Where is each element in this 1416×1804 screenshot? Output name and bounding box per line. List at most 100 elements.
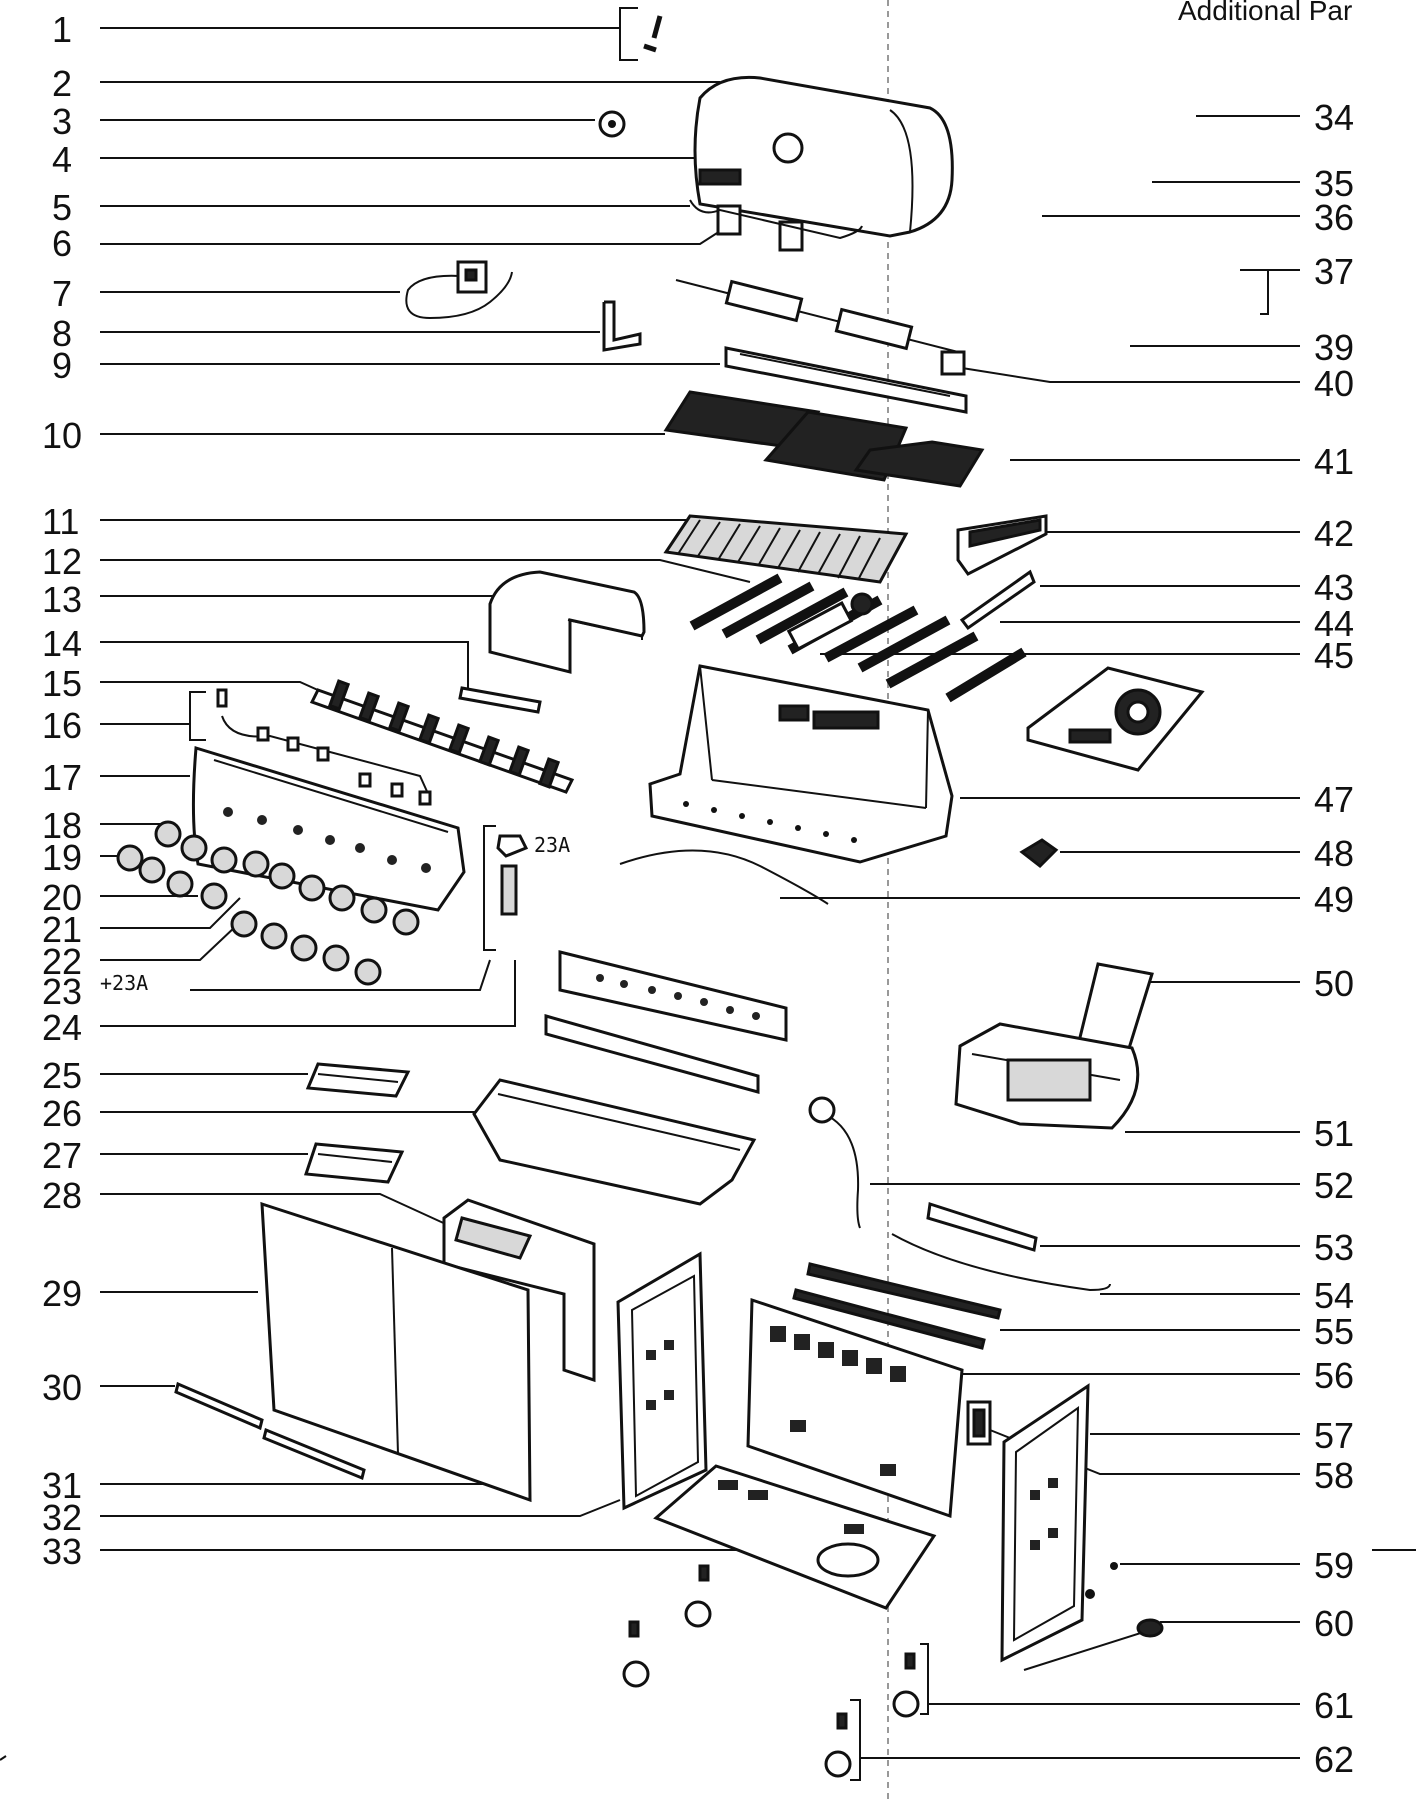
- callout-4: 4: [52, 139, 72, 180]
- bracket-part: [602, 300, 642, 352]
- igniter-tool-part: [1023, 1618, 1164, 1671]
- header-text: Additional Par: [1178, 0, 1352, 26]
- callout-30: 30: [42, 1367, 82, 1408]
- callout-34: 34: [1314, 97, 1354, 138]
- side-burner-lid-part: [488, 570, 646, 674]
- firebox-part: [648, 664, 954, 864]
- callout-49: 49: [1314, 879, 1354, 920]
- temperature-gauge-part: [598, 110, 626, 138]
- grease-cup-part: [303, 1142, 405, 1184]
- callout-55: 55: [1314, 1311, 1354, 1352]
- control-knobs-part: [116, 820, 420, 986]
- control-panel-part: [191, 746, 466, 912]
- warming-rack-part: [724, 346, 968, 414]
- callout-35: 35: [1314, 163, 1354, 204]
- callout-62: 62: [1314, 1739, 1354, 1780]
- side-burner-hose-part: [891, 1233, 1111, 1292]
- callout-60: 60: [1314, 1603, 1354, 1644]
- callout-56: 56: [1314, 1355, 1354, 1396]
- grill-lid-part: [689, 75, 954, 252]
- callout-36: 36: [1314, 197, 1354, 238]
- main-burners-part: [689, 573, 1027, 703]
- left-cabinet-side-part: [616, 1251, 708, 1511]
- cabinet-bottom-panel-part: [653, 1464, 937, 1610]
- callout-19: 19: [42, 837, 82, 878]
- cabinet-back-panel-part: [746, 1297, 964, 1519]
- callout-26: 26: [42, 1093, 82, 1134]
- callout-47: 47: [1314, 779, 1354, 820]
- callout-3: 3: [52, 101, 72, 142]
- callout-13: 13: [42, 579, 82, 620]
- annotation-plus-23a: +23A: [100, 971, 148, 995]
- gas-hose-part: [619, 849, 829, 905]
- cabinet-doors-part: [260, 1201, 532, 1503]
- callout-8: 8: [52, 313, 72, 354]
- igniter-wiring-part: [216, 688, 432, 806]
- side-burner-valve-part: [458, 686, 542, 714]
- callout-23: 23: [42, 971, 82, 1012]
- callout-22: 22: [42, 941, 82, 982]
- callout-21: 21: [42, 909, 82, 950]
- callout-41: 41: [1314, 441, 1354, 482]
- callout-42: 42: [1314, 513, 1354, 554]
- callout-58: 58: [1314, 1455, 1354, 1496]
- igniter-electrode-part: [959, 569, 1036, 631]
- callout-39: 39: [1314, 327, 1354, 368]
- callout-10: 10: [42, 415, 82, 456]
- callout-61: 61: [1314, 1685, 1354, 1726]
- callout-37: 37: [1314, 251, 1354, 292]
- callout-5: 5: [52, 187, 72, 228]
- callout-9: 9: [52, 345, 72, 386]
- callout-20: 20: [42, 877, 82, 918]
- door-handles-part: [174, 1381, 366, 1481]
- magnetic-latch-part: [966, 1400, 992, 1446]
- callout-7: 7: [52, 273, 72, 314]
- callout-29: 29: [42, 1273, 82, 1314]
- callout-27: 27: [42, 1135, 82, 1176]
- callout-45: 45: [1314, 635, 1354, 676]
- callout-15: 15: [42, 663, 82, 704]
- grease-pan-part: [472, 1078, 757, 1206]
- valve-manifold-part: [309, 679, 575, 794]
- side-burner-part: [1026, 666, 1205, 772]
- right-callouts: 34 35 36 37 39 40 41 42 43 44 45 47 48 4…: [1314, 97, 1354, 1780]
- rotisserie-spit-part: [675, 279, 966, 376]
- left-callouts: 1 2 3 4 5 6 7 8 9 10 11 12 13 14 15 16 1…: [42, 9, 82, 1572]
- ice-bin-part: [954, 1022, 1140, 1130]
- callout-54: 54: [1314, 1275, 1354, 1316]
- callout-17: 17: [42, 757, 82, 798]
- casters-part: [622, 1564, 920, 1778]
- callout-33: 33: [42, 1531, 82, 1572]
- rear-burner-part: [956, 514, 1048, 576]
- annotation-23a: 23A: [534, 833, 570, 857]
- side-rail-part: [926, 1202, 1038, 1252]
- callout-53: 53: [1314, 1227, 1354, 1268]
- callout-43: 43: [1314, 567, 1354, 608]
- callout-24: 24: [42, 1007, 82, 1048]
- screw-59-part: [1085, 1562, 1118, 1599]
- callout-57: 57: [1314, 1415, 1354, 1456]
- bezel-part: 23A +23A: [100, 825, 570, 995]
- callout-59: 59: [1314, 1545, 1354, 1586]
- rotisserie-motor-part: [405, 260, 513, 320]
- callout-25: 25: [42, 1055, 82, 1096]
- callout-1: 1: [52, 9, 72, 50]
- callout-28: 28: [42, 1175, 82, 1216]
- heat-shield-part: [544, 950, 788, 1094]
- callout-12: 12: [42, 541, 82, 582]
- wing-nut-part: [1019, 838, 1059, 868]
- callout-44: 44: [1314, 603, 1354, 644]
- callout-51: 51: [1314, 1113, 1354, 1154]
- callout-32: 32: [42, 1497, 82, 1538]
- callout-52: 52: [1314, 1165, 1354, 1206]
- callout-6: 6: [52, 223, 72, 264]
- callout-50: 50: [1314, 963, 1354, 1004]
- callout-18: 18: [42, 805, 82, 846]
- corner-mark: [0, 1755, 7, 1761]
- callout-31: 31: [42, 1465, 82, 1506]
- flavor-tents-part: [663, 514, 909, 584]
- callout-40: 40: [1314, 363, 1354, 404]
- regulator-hose-part: [808, 1096, 861, 1229]
- right-cabinet-side-part: [1000, 1383, 1090, 1663]
